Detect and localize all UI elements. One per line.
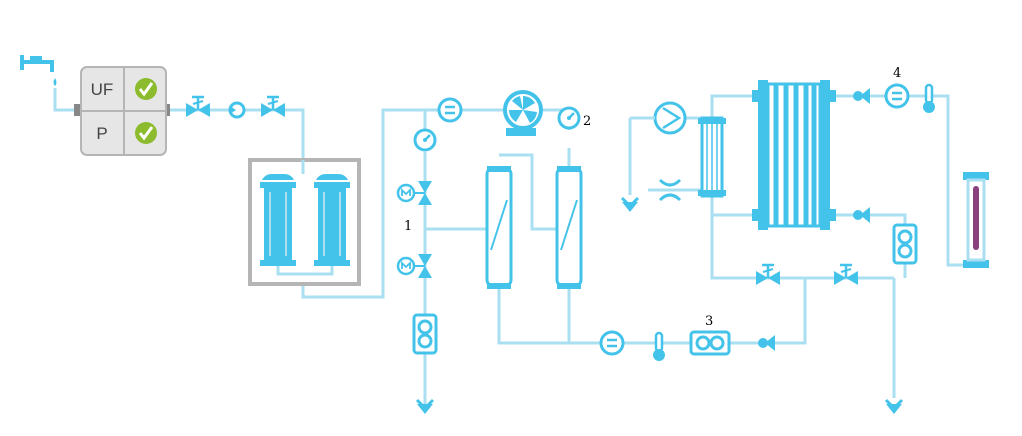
- column-icon: [485, 166, 513, 289]
- flowmeter-icon: [884, 83, 910, 109]
- exchanger-icon: [698, 116, 726, 198]
- check-valve-icon: [228, 101, 246, 119]
- check-icon: [135, 78, 157, 100]
- callout-1: 1: [404, 219, 412, 234]
- flowmeter-icon: [437, 97, 463, 123]
- column-icon: [555, 166, 583, 289]
- check-valve-icon: [853, 207, 870, 223]
- pump-icon[interactable]: [412, 313, 438, 355]
- motorized-valve-icon[interactable]: [396, 181, 432, 205]
- callout-3: 3: [705, 314, 713, 329]
- filter-cartridge-icon: [314, 174, 350, 266]
- flowmeter-icon: [599, 330, 625, 356]
- orifice-icon: [658, 178, 682, 202]
- drain-icon: [884, 398, 904, 416]
- thermometer-icon: [651, 331, 667, 363]
- inlet-valve-icon[interactable]: [186, 95, 210, 117]
- filter-cartridge-icon: [260, 174, 296, 266]
- pressure-gauge-icon: [413, 128, 437, 152]
- manual-valve-icon[interactable]: [834, 263, 858, 285]
- check-valve-icon: [853, 88, 870, 104]
- filter-unit: [248, 158, 361, 286]
- circulation-pump-icon[interactable]: [653, 101, 687, 135]
- thermometer-icon: [921, 83, 937, 115]
- shutoff-valve-icon[interactable]: [261, 95, 285, 117]
- p-label: P: [96, 124, 107, 143]
- check-icon: [135, 122, 157, 144]
- motorized-valve-icon[interactable]: [396, 254, 432, 278]
- check-valve-icon: [758, 335, 775, 351]
- pump-fan-icon[interactable]: [503, 90, 543, 136]
- pressure-gauge-icon: [557, 106, 581, 130]
- callout-2: 2: [583, 114, 591, 129]
- rotameter-icon: [963, 172, 989, 268]
- pump-icon[interactable]: [892, 223, 918, 265]
- uf-p-status-panel: UF P: [74, 66, 170, 156]
- uf-label: UF: [91, 80, 114, 99]
- plate-stack-icon: [752, 80, 836, 230]
- water-tap-icon: [20, 55, 78, 112]
- manual-valve-icon[interactable]: [756, 263, 780, 285]
- drain-icon: [620, 196, 640, 214]
- callout-4: 4: [893, 66, 901, 81]
- pump-icon[interactable]: [689, 330, 731, 356]
